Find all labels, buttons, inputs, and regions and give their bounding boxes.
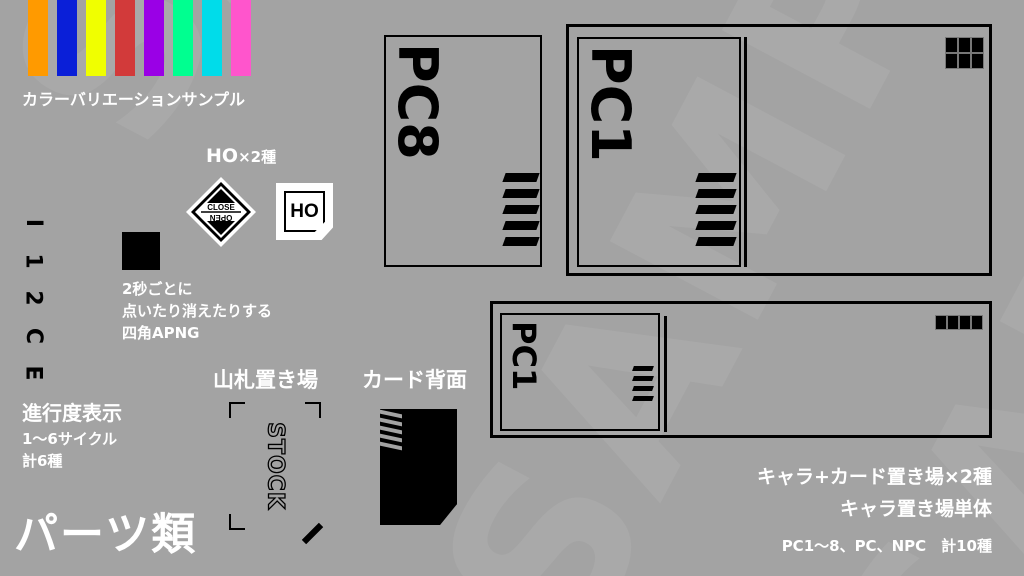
- progress-caption-line: 計6種: [22, 452, 63, 470]
- stripes-icon: [380, 409, 402, 452]
- color-swatches: [28, 0, 251, 76]
- card-back-icon: [380, 409, 457, 525]
- color-variation-caption: カラーバリエーションサンプル: [22, 90, 246, 109]
- progress-glyph: 1: [21, 252, 46, 269]
- swatch-purple: [144, 0, 164, 76]
- pc1-small-label: PC1: [505, 321, 543, 391]
- corner-bracket: [305, 402, 321, 418]
- pc1-small-frame: PC1: [500, 313, 660, 431]
- swatch-yellow: [86, 0, 106, 76]
- swatch-cyan: [202, 0, 222, 76]
- swatch-pink: [231, 0, 251, 76]
- progress-caption-line: 1〜6サイクル: [22, 430, 118, 448]
- progress-caption-title: 進行度表示: [22, 401, 122, 425]
- blinking-square-icon: [122, 232, 160, 270]
- frames-caption-count: PC1〜8、PC、NPC 計10種: [781, 537, 992, 555]
- character-card-frame-small: PC1: [490, 301, 992, 438]
- blink-caption-line: 四角APNG: [122, 324, 200, 342]
- stripes-icon: [695, 173, 737, 246]
- stock-title: 山札置き場: [213, 368, 318, 392]
- progress-glyph: 2: [21, 290, 46, 306]
- corner-bracket: [229, 514, 245, 530]
- stock-label: STOCK: [262, 421, 288, 510]
- grid-icon: [945, 37, 984, 69]
- open-label: OPEN: [209, 213, 232, 222]
- parts-title: パーツ類: [14, 509, 198, 560]
- grid-icon: [935, 315, 983, 330]
- pc8-frame: PC8: [384, 35, 542, 267]
- ho-card-icon: HO: [276, 183, 333, 240]
- divider-line: [744, 37, 747, 267]
- progress-glyph: C: [21, 327, 46, 344]
- swatch-orange: [28, 0, 48, 76]
- stripes-icon: [632, 366, 654, 401]
- stripes-icon: [502, 173, 540, 246]
- close-open-diamond-icon: CLOSE OPEN: [185, 176, 257, 248]
- progress-glyph: E: [21, 365, 46, 381]
- swatch-red: [115, 0, 135, 76]
- pc1-frame: PC1: [577, 37, 741, 267]
- blink-caption: 2秒ごとに 点いたり消えたりする 四角APNG: [122, 278, 272, 344]
- frames-caption: キャラ置き場単体: [839, 498, 992, 520]
- progress-glyph: I: [21, 218, 46, 228]
- ho-title-suffix: ×2種: [238, 148, 277, 166]
- card-back-title: カード背面: [362, 368, 467, 392]
- swatch-blue: [57, 0, 77, 76]
- blink-caption-line: 2秒ごとに: [122, 280, 193, 298]
- corner-slash: [301, 522, 324, 545]
- corner-bracket: [229, 402, 245, 418]
- stock-area: STOCK: [229, 402, 324, 545]
- frames-caption: キャラ+カード置き場×2種: [756, 466, 992, 488]
- swatch-green: [173, 0, 193, 76]
- progress-caption: 1〜6サイクル 計6種: [22, 428, 117, 472]
- pc8-label: PC8: [386, 43, 449, 160]
- progress-indicator: I 1 2 C E: [18, 212, 48, 384]
- ho-title: HO×2種: [206, 145, 276, 167]
- blink-caption-line: 点いたり消えたりする: [122, 302, 273, 320]
- close-label: CLOSE: [207, 203, 235, 212]
- ho-card-label: HO: [284, 191, 325, 232]
- divider-line: [664, 316, 667, 432]
- character-card-frame-large: PC1: [566, 24, 992, 276]
- ho-title-main: HO: [206, 145, 239, 167]
- pc1-label: PC1: [579, 45, 642, 162]
